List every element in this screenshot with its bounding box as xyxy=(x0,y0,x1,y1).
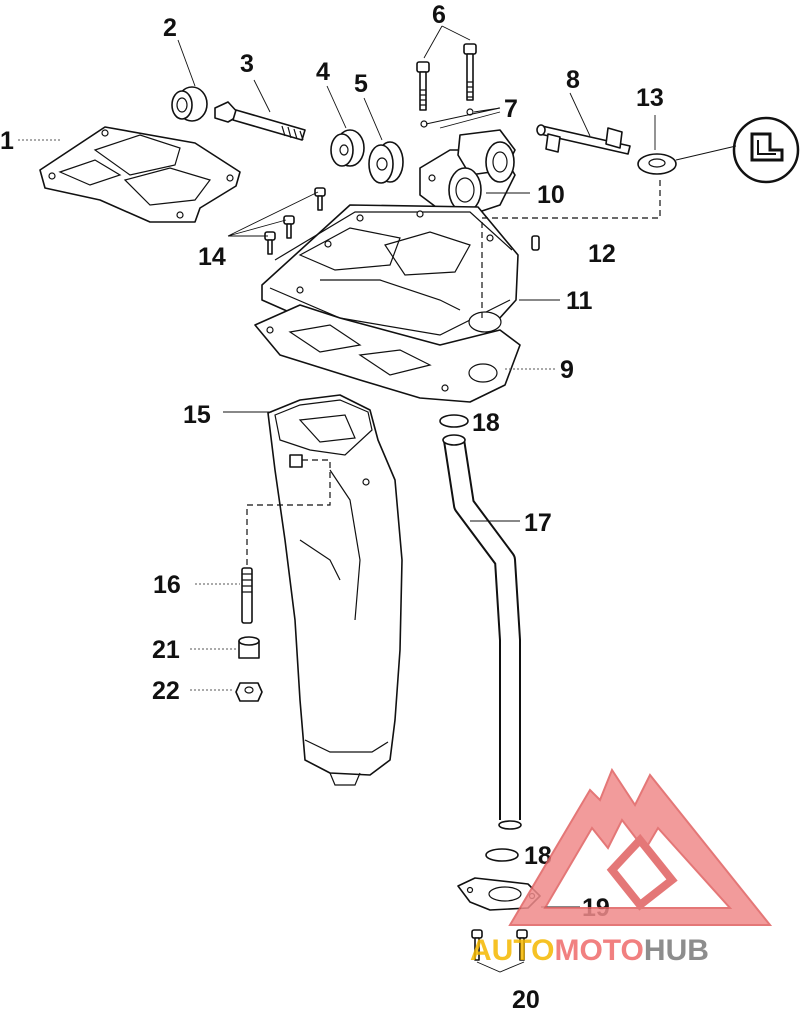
callout-6: 6 xyxy=(432,1,446,29)
callout-20: 20 xyxy=(512,986,540,1013)
dashed-line-16-to-15 xyxy=(246,459,331,565)
part-15-exhaust-housing xyxy=(267,394,403,786)
callout-4: 4 xyxy=(316,58,330,86)
callout-2: 2 xyxy=(163,14,177,42)
callout-15: 15 xyxy=(183,401,211,429)
watermark-word-auto: AUTO xyxy=(470,934,554,967)
callout-16: 16 xyxy=(153,571,181,599)
part-19-flange xyxy=(457,877,541,911)
dashed-line-13-to-11 xyxy=(481,180,661,318)
part-8-stud xyxy=(536,124,631,155)
part-13-washer xyxy=(637,153,677,175)
part-3-bolt xyxy=(214,101,306,141)
callout-9: 9 xyxy=(560,356,574,384)
part-18-o-ring-top xyxy=(439,414,469,428)
watermark-word-moto: MOTO xyxy=(554,934,643,967)
callout-5: 5 xyxy=(354,70,368,98)
part-17-water-tube xyxy=(442,434,522,830)
callout-1: 1 xyxy=(0,127,14,155)
callout-3: 3 xyxy=(240,50,254,78)
callout-13: 13 xyxy=(636,84,664,112)
part-16-stud xyxy=(241,567,253,624)
part-12-pin xyxy=(531,235,540,251)
part-14-screws xyxy=(264,187,326,255)
part-4-mount xyxy=(330,129,365,167)
watermark-word-hub: HUB xyxy=(644,934,709,967)
part-1-gasket xyxy=(39,126,241,223)
part-6-screws xyxy=(416,43,477,128)
callout-12: 12 xyxy=(588,240,616,268)
callout-18-top: 18 xyxy=(472,409,500,437)
part-22-nut xyxy=(235,682,263,702)
part-9-gasket xyxy=(254,304,521,403)
part-5-mount xyxy=(368,141,404,184)
watermark-logo: AUTOMOTOHUB xyxy=(470,767,773,967)
callout-21: 21 xyxy=(152,636,180,664)
callout-7: 7 xyxy=(504,95,518,123)
callout-14: 14 xyxy=(198,243,226,271)
callout-11: 11 xyxy=(566,287,593,315)
part-20-screws xyxy=(471,929,528,961)
part-18-o-ring-bottom xyxy=(485,848,519,862)
callout-22: 22 xyxy=(152,677,180,705)
watermark-text-auto: AUTOMOTOHUB xyxy=(470,934,709,967)
sealant-tube-icon xyxy=(732,116,800,184)
part-2-bushing xyxy=(171,86,208,122)
callout-17: 17 xyxy=(524,509,552,537)
callout-10: 10 xyxy=(537,181,565,209)
watermark-triangle-mark xyxy=(508,767,773,926)
callout-8: 8 xyxy=(566,66,580,94)
part-10-manifold-block xyxy=(419,129,516,216)
part-21-spacer xyxy=(238,636,260,659)
